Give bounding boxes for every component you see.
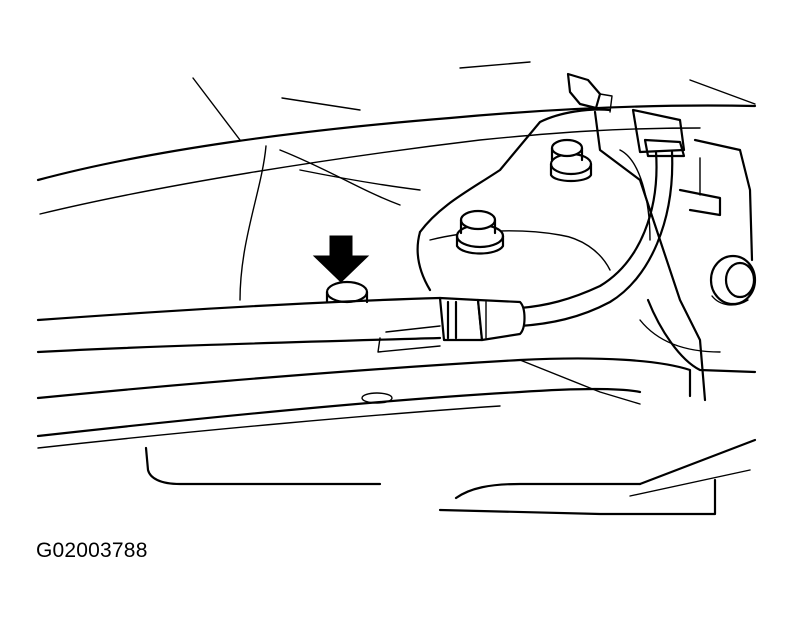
figure-id-label: G02003788 bbox=[36, 539, 148, 562]
body-panel-lines bbox=[36, 61, 757, 301]
cable-fitting bbox=[438, 296, 526, 342]
cable bbox=[518, 150, 674, 328]
bottom-tray bbox=[144, 438, 757, 516]
lower-frame bbox=[36, 357, 692, 449]
mount-bracket bbox=[416, 108, 757, 402]
bolt-head-upper bbox=[549, 138, 593, 183]
bolt-head-indicated bbox=[325, 280, 369, 304]
main-tube bbox=[36, 296, 442, 354]
indicator-arrow-icon bbox=[312, 235, 370, 283]
sensor-connector bbox=[566, 72, 686, 158]
bolt-head-middle bbox=[455, 209, 505, 255]
bolt-head-right bbox=[709, 254, 757, 306]
